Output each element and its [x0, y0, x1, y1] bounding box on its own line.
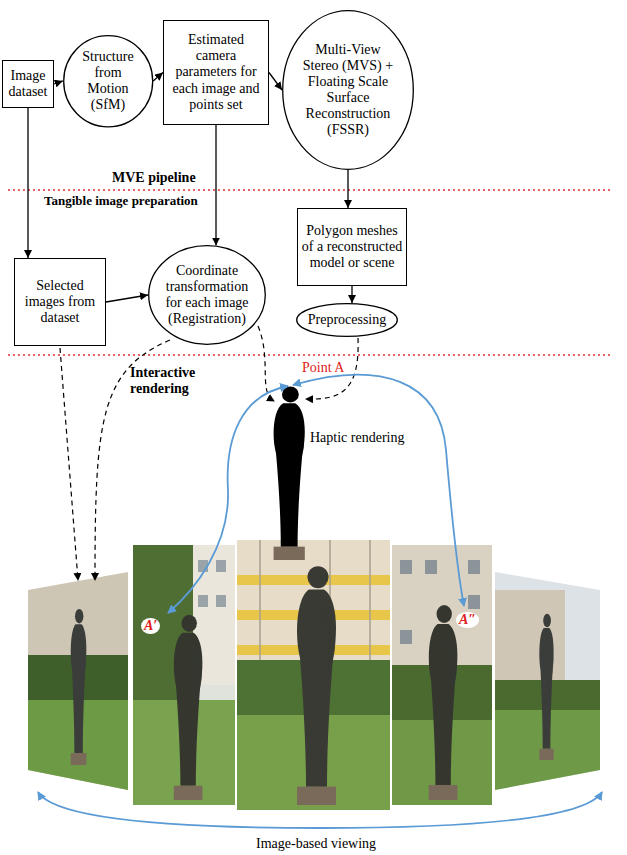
- annotation-label: A″: [456, 612, 479, 628]
- photo-statue: [539, 614, 553, 760]
- photo-scaffold: [259, 540, 261, 680]
- annotation-label: Image-based viewing: [256, 836, 376, 852]
- flow-arrow: [347, 170, 348, 208]
- photo-statue: [429, 605, 458, 800]
- section-divider: [8, 189, 612, 190]
- ellipse-shape: [297, 304, 398, 337]
- annotation-label: Interactive rendering: [130, 365, 210, 397]
- photo-building: [237, 540, 390, 810]
- node-content: Image dataset: [6, 68, 50, 100]
- ellipse-shape: [149, 246, 266, 345]
- flow-arrow: [106, 295, 148, 302]
- node-content: Multi-View Stereo (MVS) + Floating Scale…: [298, 42, 398, 139]
- node-text: Preprocessing: [308, 312, 387, 328]
- photo-building: [392, 545, 492, 805]
- process-ellipse: Coordinate transformation for each image…: [148, 245, 266, 345]
- photo-window: [198, 595, 208, 607]
- photo-statue: [71, 609, 87, 765]
- node-content: Estimated camera parameters for each ima…: [167, 32, 265, 112]
- photo: [392, 545, 492, 805]
- node-content: Selected images from dataset: [18, 278, 102, 326]
- photo-window: [468, 595, 480, 609]
- model-statue: [274, 386, 305, 560]
- node-text: Estimated camera parameters for each ima…: [167, 32, 265, 112]
- correspondence-arrow: [293, 375, 464, 606]
- photo-statue: [297, 566, 336, 805]
- photo: [133, 545, 235, 805]
- annotation-label: MVE pipeline: [112, 170, 196, 186]
- photo-sky: [495, 570, 600, 790]
- photo: [495, 570, 600, 790]
- photo-ground: [133, 545, 235, 805]
- flow-arrow: [351, 286, 352, 303]
- photo: [28, 560, 128, 800]
- annotation-label: A′: [141, 618, 160, 634]
- photo-window: [216, 560, 226, 572]
- flow-arrow: [153, 73, 163, 81]
- photo-statue: [174, 615, 203, 800]
- process-box: Polygon meshes of a reconstructed model …: [297, 208, 407, 286]
- section-divider: [8, 354, 612, 355]
- node-text: Selected images from dataset: [18, 278, 102, 326]
- node-content: Polygon meshes of a reconstructed model …: [301, 223, 403, 271]
- node-content: Coordinate transformation for each image…: [162, 263, 252, 327]
- node-content: Preprocessing: [308, 312, 387, 328]
- photo-window: [400, 560, 412, 574]
- process-ellipse: Structure from Motion (SfM): [63, 35, 153, 128]
- viewing-arc: [38, 792, 602, 828]
- flow-arrow: [215, 125, 216, 246]
- photo-window: [216, 595, 226, 607]
- photo-window: [400, 630, 412, 644]
- flow-arrow: [269, 73, 282, 91]
- flow-arrow: [27, 108, 28, 258]
- ellipse-shape: [283, 11, 414, 170]
- process-ellipse: Multi-View Stereo (MVS) + Floating Scale…: [282, 10, 414, 170]
- node-text: Structure from Motion (SfM): [78, 49, 138, 113]
- node-text: Polygon meshes of a reconstructed model …: [301, 223, 403, 271]
- flow-arrow: [54, 81, 63, 84]
- node-text: Image dataset: [6, 68, 50, 100]
- photo-window: [468, 560, 480, 574]
- photo: [237, 540, 390, 810]
- process-box: Image dataset: [2, 60, 54, 108]
- photo-ground: [28, 560, 128, 800]
- node-content: Structure from Motion (SfM): [78, 49, 138, 113]
- dashed-arrow: [60, 348, 78, 580]
- correspondence-arrow: [168, 386, 288, 613]
- photo-window: [425, 560, 437, 574]
- annotation-label: Haptic rendering: [310, 430, 404, 446]
- process-box: Selected images from dataset: [14, 258, 106, 346]
- process-ellipse: Preprocessing: [296, 303, 398, 337]
- node-text: Coordinate transformation for each image…: [162, 263, 252, 327]
- annotation-label: Point A: [302, 360, 344, 376]
- process-box: Estimated camera parameters for each ima…: [163, 20, 269, 125]
- dashed-arrow: [258, 326, 274, 401]
- annotation-label: Tangible image preparation: [44, 194, 198, 209]
- photo-scaffold: [369, 540, 371, 680]
- node-text: Multi-View Stereo (MVS) + Floating Scale…: [298, 42, 398, 139]
- ellipse-shape: [63, 35, 152, 126]
